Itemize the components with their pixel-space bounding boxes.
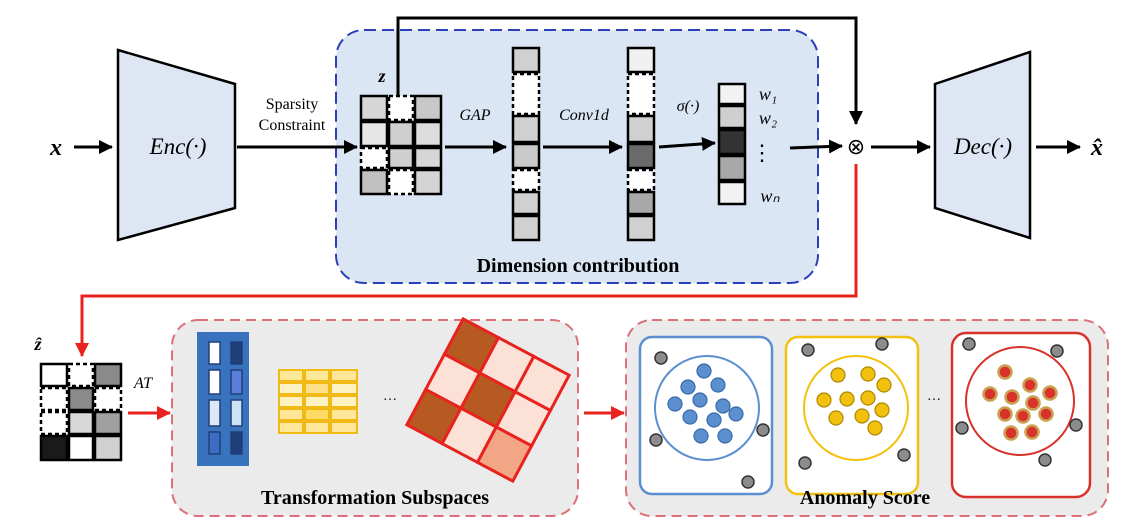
at-label: AT: [133, 375, 153, 392]
wn-label: wₙ: [760, 186, 780, 206]
skip-connection: [396, 16, 863, 125]
vdots-label: ⋮: [751, 140, 773, 165]
weight-column: [717, 82, 747, 206]
input-label: x: [49, 135, 62, 161]
w2-label: w₂: [759, 108, 777, 128]
anomaly-panel-red: [950, 331, 1092, 499]
dimension-contribution-box: [335, 29, 819, 284]
z-hat-label: ẑ: [33, 334, 42, 354]
conv-label: Conv1d: [559, 107, 610, 124]
z-hat-matrix: [39, 362, 123, 462]
z-label: z: [377, 66, 385, 86]
yellow-transform-matrix: [278, 369, 358, 434]
dimension-contribution-label: Dimension contribution: [477, 255, 680, 277]
ellipsis-subspaces: ···: [383, 393, 397, 408]
anomaly-score-label: Anomaly Score: [800, 487, 930, 509]
transformation-subspaces-label: Transformation Subspaces: [261, 487, 489, 509]
conv-column: [626, 46, 656, 242]
sparsity-label-line1: Sparsity: [266, 96, 318, 113]
arrow-conv-sigma: [658, 136, 716, 151]
encoder-block: [116, 48, 237, 242]
anomaly-panel-yellow: [784, 335, 920, 496]
z-matrix: [359, 94, 443, 196]
decoder-block: [933, 50, 1032, 240]
gap-label: GAP: [459, 107, 490, 124]
ellipsis-anomaly: ···: [927, 393, 941, 408]
blue-transform-matrix: [197, 332, 249, 466]
red-transform-matrix: [404, 316, 572, 484]
sparsity-label-line2: Constraint: [259, 117, 326, 134]
red-connector: [75, 164, 858, 357]
w1-label: w₁: [759, 84, 777, 104]
gap-column: [511, 46, 541, 242]
arrow-w-otimes: [789, 139, 843, 154]
encoder-label: Enc(·): [149, 134, 207, 159]
anomaly-panel-blue: [638, 335, 774, 496]
sigma-label: σ(·): [677, 98, 700, 115]
output-label: x̂: [1090, 135, 1103, 161]
decoder-label: Dec(·): [953, 134, 1012, 159]
otimes-symbol: ⊗: [847, 134, 865, 159]
